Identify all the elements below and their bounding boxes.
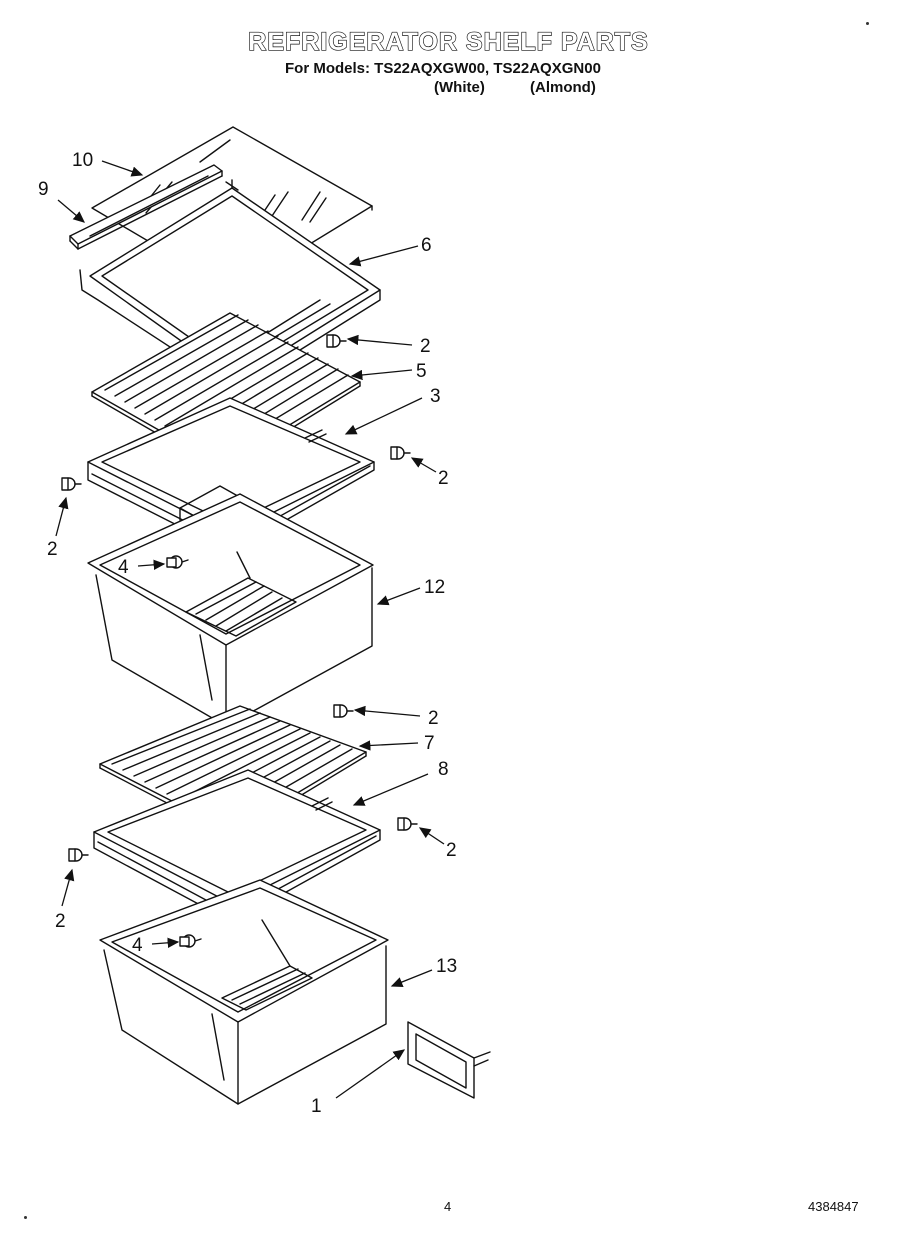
shelf-support-part-2-d — [333, 704, 354, 718]
leader-9 — [57, 199, 85, 223]
callout-2: 2 — [438, 468, 449, 489]
leader-5 — [350, 369, 413, 381]
leader-4b — [151, 937, 180, 948]
leader-1 — [335, 1049, 406, 1099]
shelf-support-part-2-b — [390, 446, 411, 460]
leader-lines — [55, 160, 445, 1099]
color-almond-label: (Almond) — [530, 79, 596, 96]
models-line: For Models: TS22AQXGW00, TS22AQXGN00 — [285, 60, 601, 77]
callout-2: 2 — [420, 336, 431, 357]
leader-10 — [101, 160, 144, 177]
leader-2a — [346, 334, 413, 346]
page-title: REFRIGERATOR SHELF PARTS — [248, 27, 649, 56]
leader-6 — [348, 245, 419, 267]
screw-part-4-a — [166, 555, 189, 569]
callout-12: 12 — [424, 577, 445, 598]
callout-8: 8 — [438, 759, 449, 780]
bracket-part-1 — [407, 1021, 491, 1099]
crisper-cover-insert-part-7 — [99, 705, 367, 838]
callout-4: 4 — [118, 557, 129, 578]
document-number: 4384847 — [808, 1199, 859, 1214]
leader-2e — [418, 827, 445, 845]
callout-3: 3 — [430, 386, 441, 407]
callout-4: 4 — [132, 935, 143, 956]
crisper-pan-part-13 — [99, 879, 389, 1105]
callout-2: 2 — [47, 539, 58, 560]
callout-2: 2 — [446, 840, 457, 861]
color-white-label: (White) — [434, 79, 485, 96]
leader-12 — [376, 587, 421, 606]
scan-speck — [866, 22, 869, 25]
leader-3 — [344, 397, 423, 435]
leader-8 — [352, 773, 429, 806]
shelf-trim-part-9 — [69, 164, 223, 250]
callout-10: 10 — [72, 150, 93, 171]
leader-4a — [137, 559, 166, 570]
leader-2b — [410, 457, 437, 473]
crisper-pan-part-12 — [87, 493, 374, 727]
callout-7: 7 — [424, 733, 435, 754]
leader-2f — [61, 868, 75, 907]
callout-6: 6 — [421, 235, 432, 256]
callout-2: 2 — [55, 911, 66, 932]
leader-7 — [358, 740, 419, 751]
callout-1: 1 — [311, 1096, 322, 1117]
shelf-support-part-2-f — [68, 848, 89, 862]
callout-5: 5 — [416, 361, 427, 382]
shelf-support-part-2-c — [61, 477, 82, 491]
leader-2d — [353, 705, 421, 717]
screw-part-4-b — [179, 934, 202, 948]
callout-9: 9 — [38, 179, 49, 200]
shelf-support-part-2-a — [326, 334, 347, 348]
callout-13: 13 — [436, 956, 457, 977]
crisper-cover-insert-part-5 — [91, 312, 361, 472]
page-number: 4 — [444, 1199, 452, 1214]
leader-13 — [390, 969, 433, 987]
shelf-support-part-2-e — [397, 817, 418, 831]
callout-2: 2 — [428, 708, 439, 729]
leader-2c — [55, 496, 69, 537]
scan-speck — [24, 1216, 27, 1219]
